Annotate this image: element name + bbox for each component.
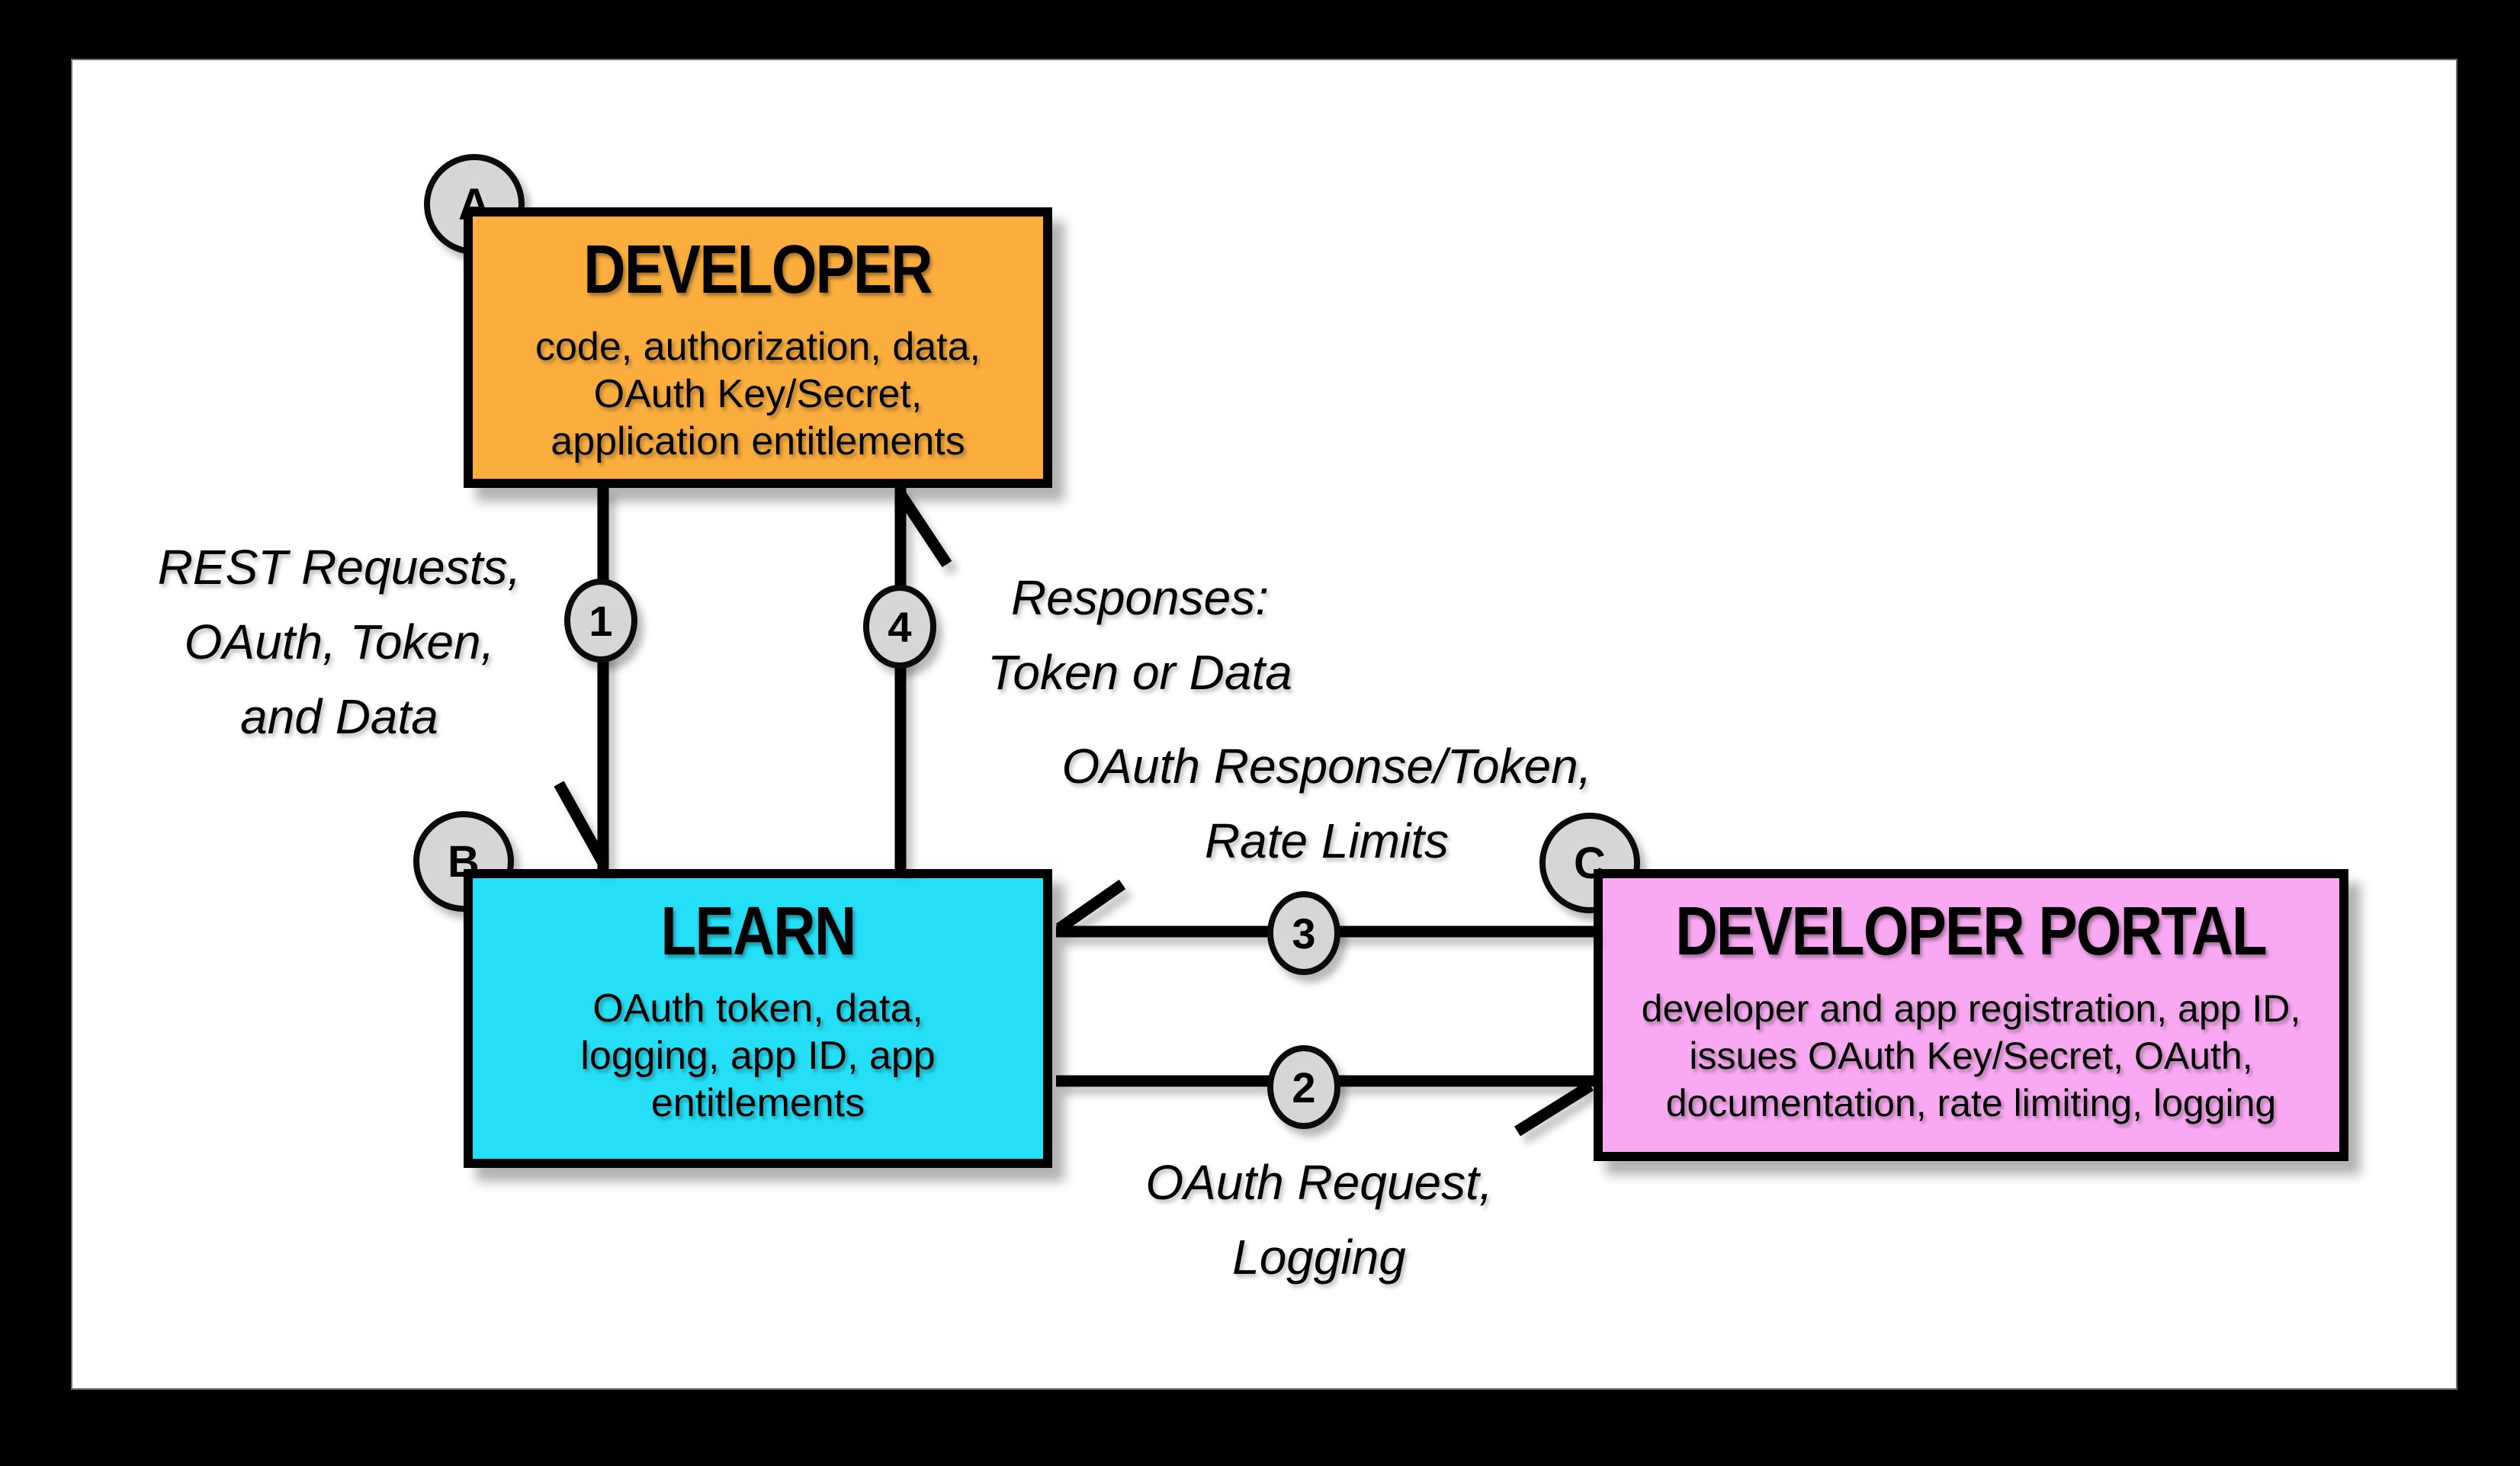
learn-box-title: LEARN bbox=[660, 893, 857, 970]
connector-3-arrowhead bbox=[1055, 879, 1126, 934]
portal-box: DEVELOPER PORTAL developer and app regis… bbox=[1594, 869, 2348, 1161]
connector-4-label: Responses: Token or Data bbox=[987, 570, 1292, 700]
developer-box-title: DEVELOPER bbox=[583, 232, 933, 308]
developer-box: DEVELOPER code, authorization, data, OAu… bbox=[464, 207, 1052, 488]
portal-box-body: developer and app registration, app ID, … bbox=[1641, 987, 2301, 1124]
connector-2-arrowhead bbox=[1514, 1080, 1594, 1137]
step-badge-4: 4 bbox=[863, 585, 936, 669]
developer-box-body: code, authorization, data, OAuth Key/Sec… bbox=[535, 325, 981, 464]
connector-4-arrowhead bbox=[895, 490, 952, 568]
step-badge-3: 3 bbox=[1267, 891, 1340, 975]
connector-2-label: OAuth Request, Logging bbox=[1145, 1155, 1493, 1285]
badge-c: C bbox=[1539, 813, 1640, 913]
portal-box-title: DEVELOPER PORTAL bbox=[1675, 893, 2268, 970]
step-badge-1: 1 bbox=[564, 579, 637, 662]
step-badge-2: 2 bbox=[1267, 1045, 1340, 1129]
connector-1-label: REST Requests, OAuth, Token, and Data bbox=[157, 540, 522, 744]
learn-box-body: OAuth token, data, logging, app ID, app … bbox=[580, 986, 936, 1125]
connector-1-arrowhead bbox=[554, 781, 608, 866]
connector-3-label: OAuth Response/Token, Rate Limits bbox=[1061, 739, 1592, 868]
learn-box: LEARN OAuth token, data, logging, app ID… bbox=[464, 869, 1052, 1168]
